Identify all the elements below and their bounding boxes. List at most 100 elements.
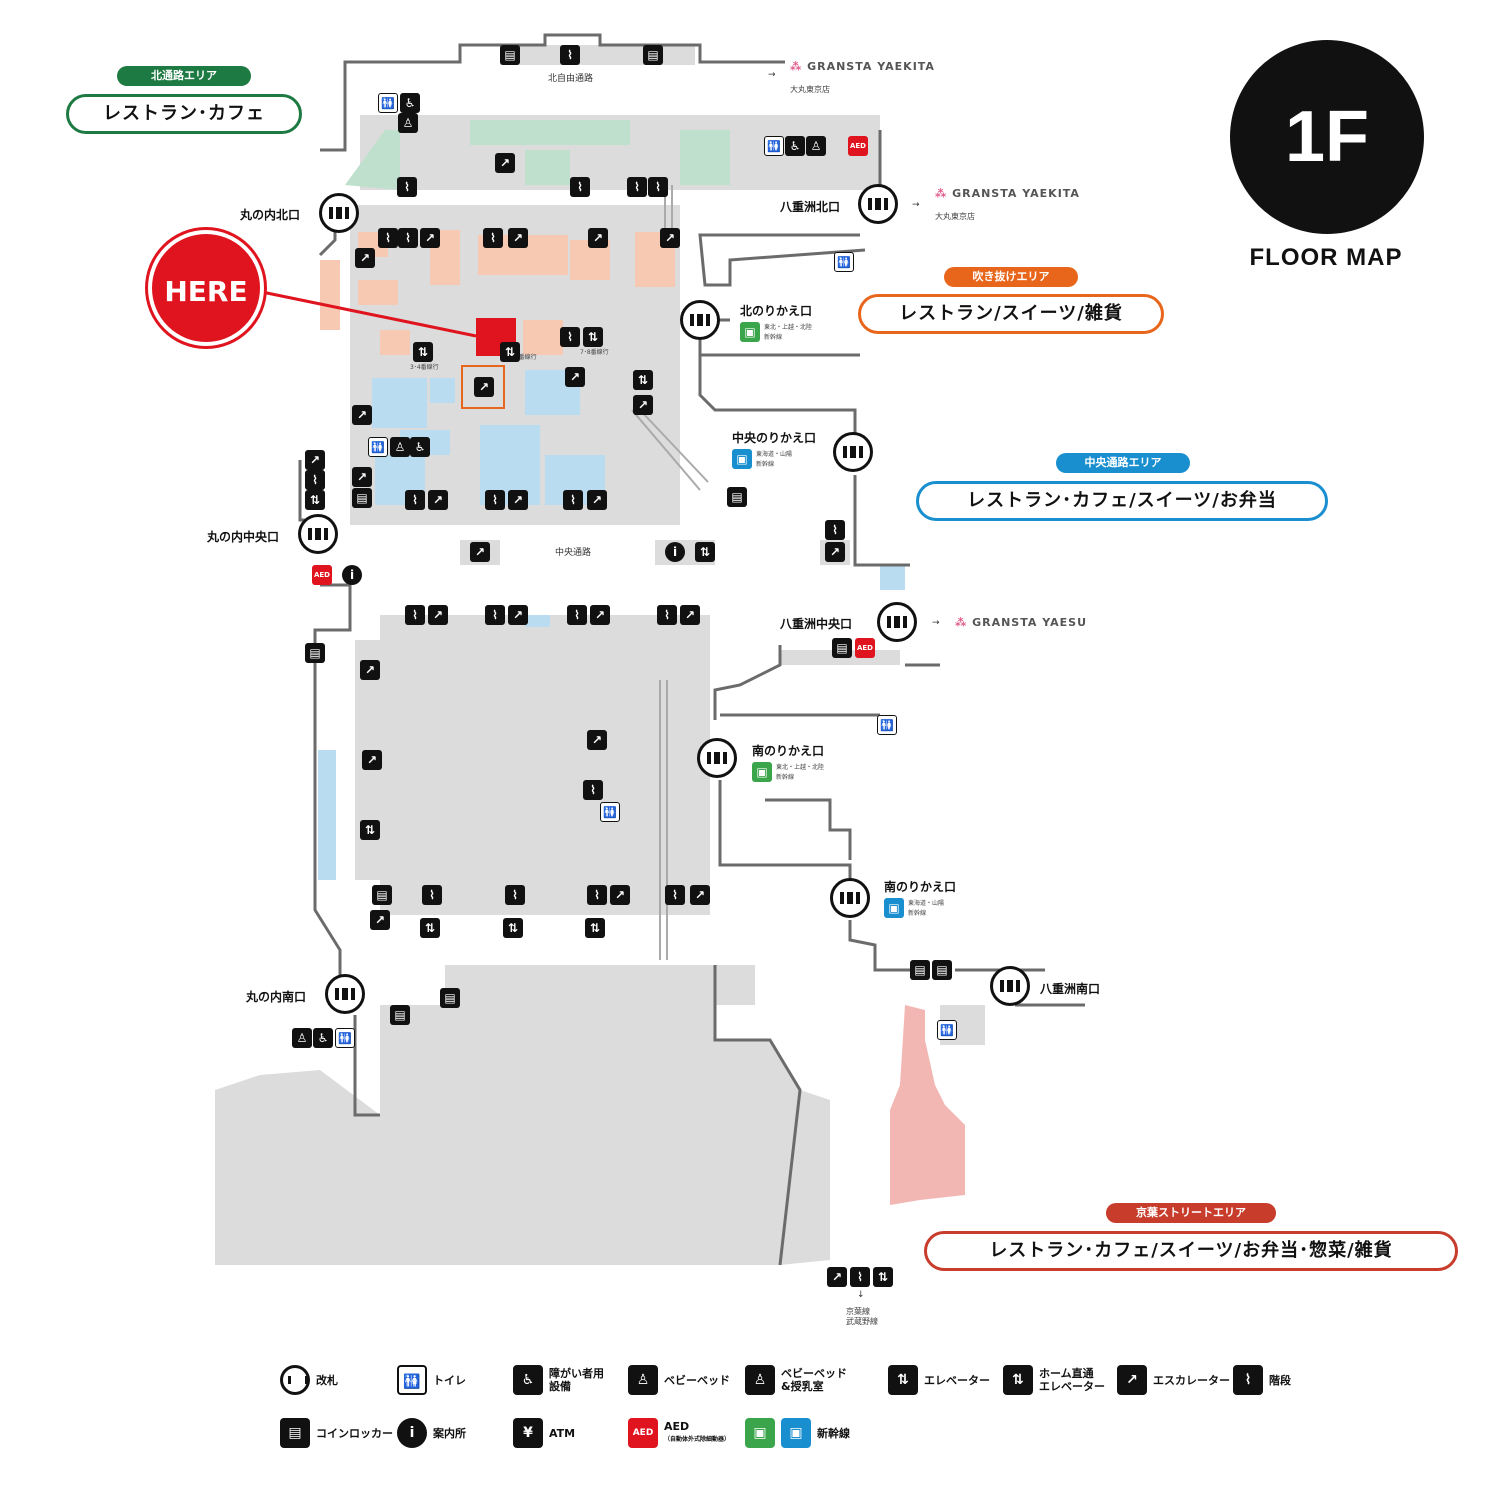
toilet-icon[interactable]: 🚻 [937,1020,957,1040]
stairs-icon[interactable]: ⌇ [587,885,607,905]
escalator-icon[interactable]: ↗ [370,910,390,930]
accessible-icon[interactable]: ♿ [313,1028,333,1048]
coin-locker-icon[interactable]: ▤ [372,885,392,905]
coin-locker-icon[interactable]: ▤ [500,45,520,65]
area-label-north[interactable]: レストラン･カフェ [66,94,302,134]
gate-marunouchi-north-icon[interactable] [319,193,359,233]
coin-locker-icon[interactable]: ▤ [390,1005,410,1025]
escalator-icon[interactable]: ↗ [633,395,653,415]
escalator-icon[interactable]: ↗ [825,542,845,562]
stairs-icon[interactable]: ⌇ [305,470,325,490]
accessible-icon[interactable]: ♿ [785,136,805,156]
stairs-icon[interactable]: ⌇ [627,177,647,197]
escalator-icon[interactable]: ↗ [352,405,372,425]
brand-yaesu[interactable]: ⁂ GRANSTA YAESU [955,616,1088,629]
stairs-icon[interactable]: ⌇ [483,228,503,248]
gate-transfer-central-icon[interactable] [833,432,873,472]
accessible-icon[interactable]: ♿ [410,437,430,457]
aed-icon[interactable]: AED [848,136,868,156]
stairs-icon[interactable]: ⌇ [560,45,580,65]
stairs-icon[interactable]: ⌇ [405,605,425,625]
stairs-icon[interactable]: ⌇ [378,228,398,248]
aed-icon[interactable]: AED [855,638,875,658]
elevator-icon[interactable]: ⇅ [503,918,523,938]
escalator-icon[interactable]: ↗ [508,228,528,248]
escalator-icon[interactable]: ↗ [420,228,440,248]
baby-bed-icon[interactable]: ♙ [806,136,826,156]
coin-locker-icon[interactable]: ▤ [643,45,663,65]
gate-transfer-south1-icon[interactable] [697,738,737,778]
escalator-icon[interactable]: ↗ [428,490,448,510]
brand-yaekita-top[interactable]: ⁂ GRANSTA YAEKITA [790,60,935,73]
escalator-icon[interactable]: ↗ [588,228,608,248]
escalator-icon[interactable]: ↗ [587,490,607,510]
gate-yaesu-south-icon[interactable] [990,966,1030,1006]
stairs-icon[interactable]: ⌇ [560,327,580,347]
elevator-icon[interactable]: ⇅ [695,542,715,562]
elevator-icon[interactable]: ⇅ [633,370,653,390]
stairs-icon[interactable]: ⌇ [422,885,442,905]
baby-bed-icon[interactable]: ♙ [292,1028,312,1048]
escalator-icon[interactable]: ↗ [827,1267,847,1287]
info-icon[interactable]: i [665,542,685,562]
stairs-icon[interactable]: ⌇ [583,780,603,800]
stairs-icon[interactable]: ⌇ [405,490,425,510]
escalator-icon[interactable]: ↗ [587,730,607,750]
coin-locker-icon[interactable]: ▤ [727,487,747,507]
gate-transfer-south2-icon[interactable] [830,878,870,918]
escalator-icon[interactable]: ↗ [590,605,610,625]
toilet-icon[interactable]: 🚻 [368,437,388,457]
escalator-icon[interactable]: ↗ [680,605,700,625]
toilet-icon[interactable]: 🚻 [764,136,784,156]
elevator-icon[interactable]: ⇅ [585,918,605,938]
toilet-icon[interactable]: 🚻 [378,93,398,113]
stairs-icon[interactable]: ⌇ [563,490,583,510]
toilet-icon[interactable]: 🚻 [335,1028,355,1048]
toilet-icon[interactable]: 🚻 [600,802,620,822]
elevator-icon[interactable]: ⇅ [305,490,325,510]
area-label-fukinuke[interactable]: レストラン/スイーツ/雑貨 [858,294,1164,334]
elevator-icon[interactable]: ⇅ [413,342,433,362]
aed-icon[interactable]: AED [312,565,332,585]
elevator-icon[interactable]: ⇅ [360,820,380,840]
coin-locker-icon[interactable]: ▤ [932,960,952,980]
gate-yaesu-central-icon[interactable] [877,602,917,642]
stairs-icon[interactable]: ⌇ [505,885,525,905]
elevator-icon[interactable]: ⇅ [583,327,603,347]
stairs-icon[interactable]: ⌇ [648,177,668,197]
stairs-icon[interactable]: ⌇ [665,885,685,905]
baby-bed-icon[interactable]: ♙ [398,113,418,133]
area-label-central[interactable]: レストラン･カフェ/スイーツ/お弁当 [916,481,1328,521]
escalator-icon[interactable]: ↗ [352,467,372,487]
accessible-icon[interactable]: ♿ [400,93,420,113]
area-label-keiyo[interactable]: レストラン･カフェ/スイーツ/お弁当･惣菜/雑貨 [924,1231,1458,1271]
info-icon[interactable]: i [342,565,362,585]
elevator-icon[interactable]: ⇅ [500,342,520,362]
coin-locker-icon[interactable]: ▤ [832,638,852,658]
escalator-icon[interactable]: ↗ [660,228,680,248]
coin-locker-icon[interactable]: ▤ [440,988,460,1008]
gate-marunouchi-central-icon[interactable] [298,514,338,554]
escalator-icon[interactable]: ↗ [610,885,630,905]
escalator-icon[interactable]: ↗ [428,605,448,625]
escalator-icon[interactable]: ↗ [495,153,515,173]
elevator-icon[interactable]: ⇅ [873,1267,893,1287]
escalator-icon[interactable]: ↗ [360,660,380,680]
stairs-icon[interactable]: ⌇ [567,605,587,625]
escalator-icon[interactable]: ↗ [508,605,528,625]
toilet-icon[interactable]: 🚻 [834,252,854,272]
escalator-icon[interactable]: ↗ [474,377,494,397]
stairs-icon[interactable]: ⌇ [825,520,845,540]
stairs-icon[interactable]: ⌇ [485,605,505,625]
escalator-icon[interactable]: ↗ [565,367,585,387]
gate-yaesu-north-icon[interactable] [858,184,898,224]
stairs-icon[interactable]: ⌇ [485,490,505,510]
stairs-icon[interactable]: ⌇ [398,228,418,248]
stairs-icon[interactable]: ⌇ [397,177,417,197]
elevator-icon[interactable]: ⇅ [420,918,440,938]
stairs-icon[interactable]: ⌇ [850,1267,870,1287]
escalator-icon[interactable]: ↗ [305,450,325,470]
coin-locker-icon[interactable]: ▤ [352,488,372,508]
stairs-icon[interactable]: ⌇ [570,177,590,197]
stairs-icon[interactable]: ⌇ [657,605,677,625]
